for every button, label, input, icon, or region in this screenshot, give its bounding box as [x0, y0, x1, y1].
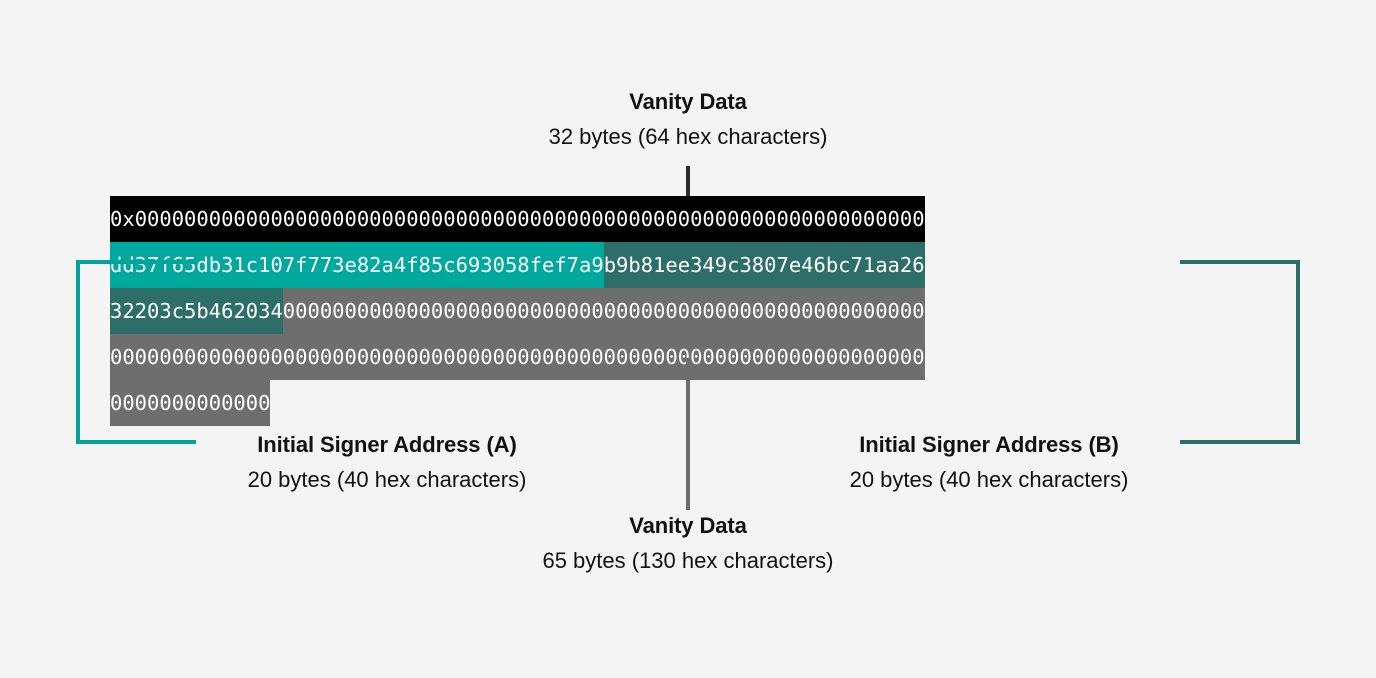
annotation-vanity-data-bottom: Vanity Data 65 bytes (130 hex characters… [388, 512, 988, 575]
annotation-initial-signer-b-subtitle: 20 bytes (40 hex characters) [849, 467, 1129, 493]
hex-row: 32203c5b462034 0000000000000000000000000… [110, 288, 925, 334]
hex-row: 0000000000000000000000000000000000000000… [110, 334, 925, 380]
hex-segment-vanity-zeros: 0000000000000000000000000000000000000000… [134, 196, 925, 242]
annotation-vanity-data-top-subtitle: 32 bytes (64 hex characters) [548, 124, 828, 150]
hex-row: 0000000000000 [110, 380, 271, 426]
bracket-signer-a [76, 260, 196, 444]
bracket-signer-b [1180, 260, 1300, 444]
annotation-vanity-data-bottom-subtitle: 65 bytes (130 hex characters) [542, 548, 834, 574]
hex-segment-prefix: 0x [110, 196, 135, 242]
hex-data-block: 0x 0000000000000000000000000000000000000… [110, 196, 1266, 426]
annotation-vanity-data-bottom-title: Vanity Data [629, 513, 747, 538]
hex-segment-padding-zeros: 0000000000000000000000000000000000000000… [282, 288, 925, 334]
annotation-vanity-data-top-title: Vanity Data [629, 89, 747, 114]
hex-segment-signer-b-part2: 32203c5b462034 [110, 288, 283, 334]
hex-segment-signer-b-part1: b9b81ee349c3807e46bc71aa26 [603, 242, 925, 288]
annotation-vanity-data-top: Vanity Data 32 bytes (64 hex characters) [388, 88, 988, 151]
hex-segment-padding-zeros: 0000000000000 [110, 380, 271, 426]
annotation-initial-signer-a: Initial Signer Address (A) 20 bytes (40 … [107, 431, 667, 494]
annotation-initial-signer-b: Initial Signer Address (B) 20 bytes (40 … [709, 431, 1269, 494]
hex-row: dd37f65db31c107f773e82a4f85c693058fef7a9… [110, 242, 925, 288]
connector-line-vanity-top [686, 166, 690, 198]
annotation-initial-signer-b-title: Initial Signer Address (B) [859, 432, 1119, 457]
connector-line-vanity-bottom [686, 358, 690, 510]
hex-segment-signer-a: dd37f65db31c107f773e82a4f85c693058fef7a9 [110, 242, 604, 288]
hex-row: 0x 0000000000000000000000000000000000000… [110, 196, 925, 242]
hex-segment-padding-zeros: 0000000000000000000000000000000000000000… [110, 334, 925, 380]
annotation-initial-signer-a-title: Initial Signer Address (A) [257, 432, 517, 457]
annotation-initial-signer-a-subtitle: 20 bytes (40 hex characters) [247, 467, 527, 493]
